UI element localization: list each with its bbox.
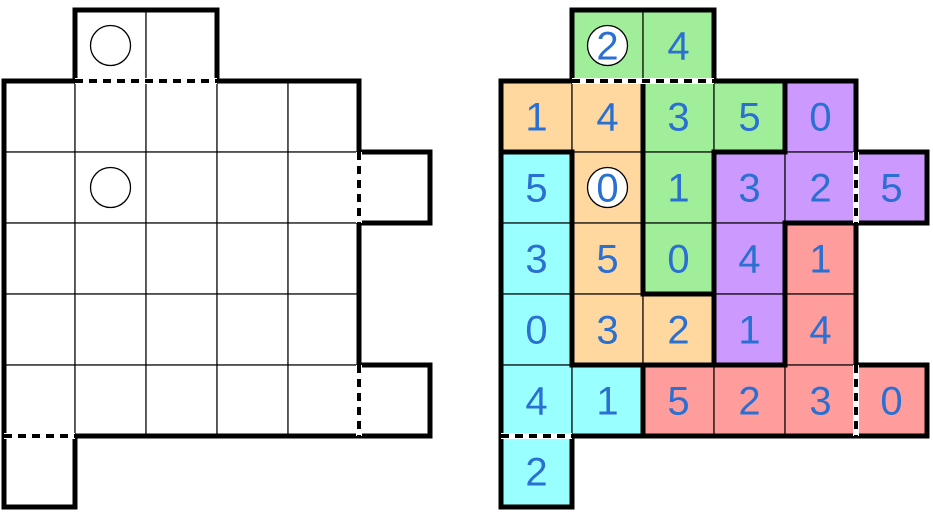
empty-cell	[145, 9, 218, 82]
empty-cell	[3, 364, 76, 437]
cell-digit: 4	[525, 380, 547, 424]
solved-cell	[500, 222, 573, 295]
solved-cell	[571, 80, 644, 153]
cell-digit: 3	[738, 167, 760, 211]
solved-cell	[784, 293, 857, 366]
empty-cell	[145, 151, 218, 224]
cell-digit: 5	[667, 380, 689, 424]
empty-cell	[287, 80, 360, 153]
cell-digit: 5	[596, 238, 618, 282]
solved-cell	[571, 364, 644, 437]
cell-digit: 1	[525, 96, 547, 140]
cell-digit: 4	[596, 96, 618, 140]
cell-digit: 3	[596, 309, 618, 353]
empty-cell	[3, 151, 76, 224]
solved-cell	[642, 80, 715, 153]
solved-cell	[642, 364, 715, 437]
empty-cell	[287, 151, 360, 224]
cell-digit: 0	[596, 167, 618, 211]
empty-cell	[287, 222, 360, 295]
cell-digit: 0	[525, 309, 547, 353]
cell-digit: 1	[596, 380, 618, 424]
empty-cell	[3, 222, 76, 295]
clue-circle	[89, 166, 132, 209]
cell-digit: 1	[809, 238, 831, 282]
cell-digit: 4	[809, 309, 831, 353]
solved-cell	[784, 364, 857, 437]
cell-digit: 3	[667, 96, 689, 140]
cell-digit: 5	[525, 167, 547, 211]
solved-cell	[713, 293, 786, 366]
cell-digit: 1	[667, 167, 689, 211]
empty-cell	[216, 293, 289, 366]
cell-digit: 0	[880, 380, 902, 424]
solved-cell	[713, 80, 786, 153]
solved-cell	[642, 9, 715, 82]
cell-digit: 2	[596, 25, 618, 69]
solved-cell	[500, 151, 573, 224]
empty-cell	[145, 293, 218, 366]
empty-cell	[3, 80, 76, 153]
cell-digit: 2	[738, 380, 760, 424]
empty-cell	[74, 222, 147, 295]
empty-cell	[358, 151, 431, 224]
solved-cell	[713, 364, 786, 437]
solved-cell	[784, 80, 857, 153]
cell-digit: 3	[809, 380, 831, 424]
cell-digit: 2	[525, 451, 547, 495]
cell-digit: 3	[525, 238, 547, 282]
empty-cell	[216, 222, 289, 295]
empty-cell	[74, 293, 147, 366]
clue-circle	[586, 24, 629, 67]
empty-cell	[287, 364, 360, 437]
empty-cell	[216, 364, 289, 437]
cell-digit: 0	[667, 238, 689, 282]
empty-cell	[145, 222, 218, 295]
cell-digit: 5	[880, 167, 902, 211]
empty-cell	[145, 364, 218, 437]
empty-cell	[74, 364, 147, 437]
cell-digit: 2	[667, 309, 689, 353]
solved-cell	[713, 222, 786, 295]
empty-cell	[74, 80, 147, 153]
empty-cell	[3, 293, 76, 366]
clue-circle	[586, 166, 629, 209]
cell-digit: 2	[809, 167, 831, 211]
solved-cell	[642, 151, 715, 224]
empty-cell	[216, 80, 289, 153]
solved-cell	[642, 222, 715, 295]
solved-puzzle-grid: 2 4 1 4 3 5 0 5 0 1 3 2 3 5 0 4 1 0 3 2 1 4 4 1 5 2 3 5 0 2	[498, 7, 930, 510]
empty-cell	[216, 151, 289, 224]
solved-cell	[500, 435, 573, 508]
cell-digit: 1	[738, 309, 760, 353]
cell-digit: 5	[738, 96, 760, 140]
solved-cell	[784, 151, 857, 224]
empty-cell	[3, 435, 76, 508]
cell-digit: 4	[738, 238, 760, 282]
solved-cell	[500, 293, 573, 366]
empty-cell	[358, 364, 431, 437]
cell-digit: 4	[667, 25, 689, 69]
cell-digit: 0	[809, 96, 831, 140]
empty-cell	[145, 80, 218, 153]
empty-cell	[287, 293, 360, 366]
empty-puzzle-grid	[1, 7, 433, 510]
clue-circle	[89, 24, 132, 67]
